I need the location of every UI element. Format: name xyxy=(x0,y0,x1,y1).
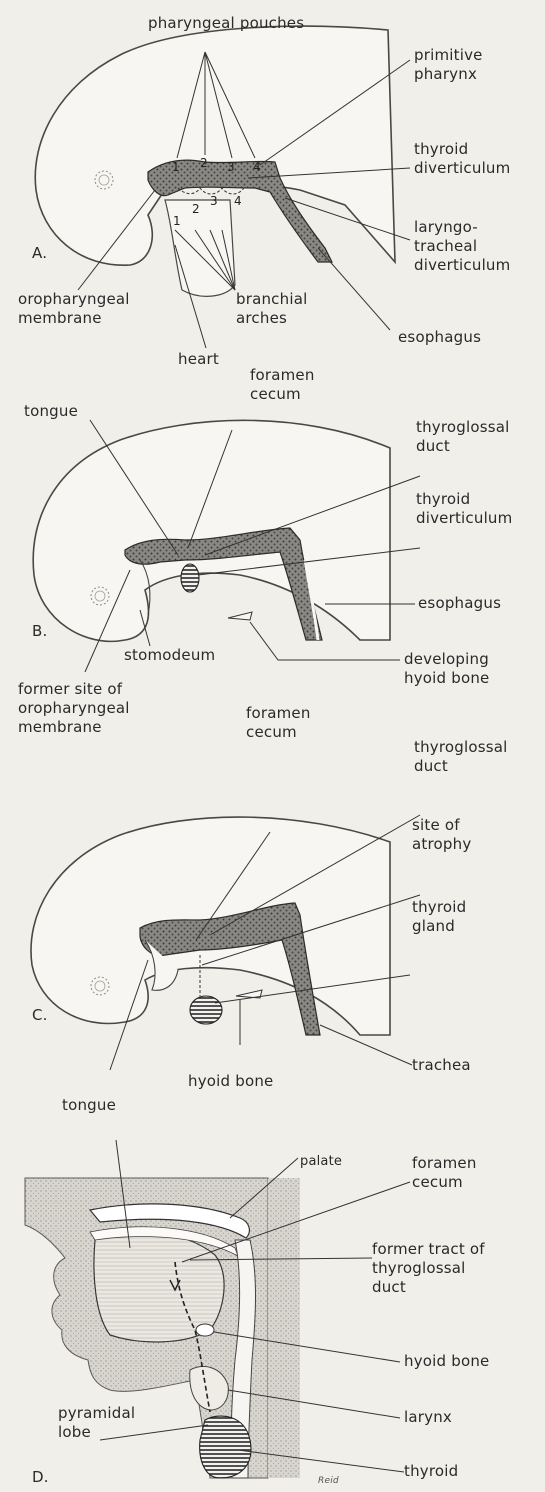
label-site-of-atrophy: site of atrophy xyxy=(412,816,471,854)
label-stomodeum: stomodeum xyxy=(124,646,215,665)
artist-signature: Reid xyxy=(318,1472,339,1491)
panel-a-letter: A. xyxy=(32,244,47,263)
label-branchial-arches: branchial arches xyxy=(236,290,307,328)
label-hyoid-bone-d: hyoid bone xyxy=(404,1352,489,1371)
label-tongue-c: tongue xyxy=(62,1096,116,1115)
panel-c-letter: C. xyxy=(32,1006,48,1025)
label-former-tract: former tract of thyroglossal duct xyxy=(372,1240,485,1297)
arch-number-4: 4 xyxy=(234,194,242,208)
label-foramen-cecum-d: foramen cecum xyxy=(412,1154,477,1192)
label-thyroid-d: thyroid xyxy=(404,1462,458,1481)
panel-d-letter: D. xyxy=(32,1468,49,1487)
label-trachea: trachea xyxy=(412,1056,471,1075)
hyoid-b xyxy=(228,612,252,620)
pouch-number-4: 4 xyxy=(253,160,261,174)
hyoid-bone-d xyxy=(196,1324,214,1336)
arch-number-1: 1 xyxy=(173,214,181,228)
label-pyramidal-lobe: pyramidal lobe xyxy=(58,1404,135,1442)
label-heart: heart xyxy=(178,350,219,369)
label-thyroid-diverticulum-b: thyroid diverticulum xyxy=(416,490,512,528)
label-thyroid-gland: thyroid gland xyxy=(412,898,466,936)
label-foramen-cecum-b: foramen cecum xyxy=(250,366,315,404)
label-hyoid-bone-c: hyoid bone xyxy=(188,1072,273,1091)
label-tongue-b: tongue xyxy=(24,402,78,421)
embryo-b-outline xyxy=(33,420,390,641)
thyroid-gland-c xyxy=(190,996,222,1024)
label-thyroid-diverticulum-a: thyroid diverticulum xyxy=(414,140,510,178)
label-primitive-pharynx: primitive pharynx xyxy=(414,46,483,84)
label-pharyngeal-pouches: pharyngeal pouches xyxy=(148,14,304,33)
label-thyroglossal-duct-b: thyroglossal duct xyxy=(416,418,510,456)
panel-c-drawing xyxy=(31,815,420,1070)
label-esophagus-b: esophagus xyxy=(418,594,501,613)
label-foramen-cecum-c: foramen cecum xyxy=(246,704,311,742)
thyroid-diverticulum-b xyxy=(181,564,199,592)
label-laryngotracheal-diverticulum: laryngo- tracheal diverticulum xyxy=(414,218,510,275)
label-palate: palate xyxy=(300,1152,342,1171)
neck-column-d xyxy=(268,1178,300,1478)
pouch-number-1: 1 xyxy=(172,160,180,174)
label-larynx: larynx xyxy=(404,1408,452,1427)
pouch-number-3: 3 xyxy=(227,160,235,174)
label-developing-hyoid-bone: developing hyoid bone xyxy=(404,650,489,688)
panel-b-drawing xyxy=(33,420,420,672)
label-former-site-oropharyngeal: former site of oropharyngeal membrane xyxy=(18,680,130,737)
label-oropharyngeal-membrane: oropharyngeal membrane xyxy=(18,290,130,328)
panel-b-letter: B. xyxy=(32,622,47,641)
pouch-number-2: 2 xyxy=(200,156,208,170)
label-esophagus-a: esophagus xyxy=(398,328,481,347)
label-thyroglossal-duct-c: thyroglossal duct xyxy=(414,738,508,776)
arch-number-2: 2 xyxy=(192,202,200,216)
arch-number-3: 3 xyxy=(210,194,218,208)
